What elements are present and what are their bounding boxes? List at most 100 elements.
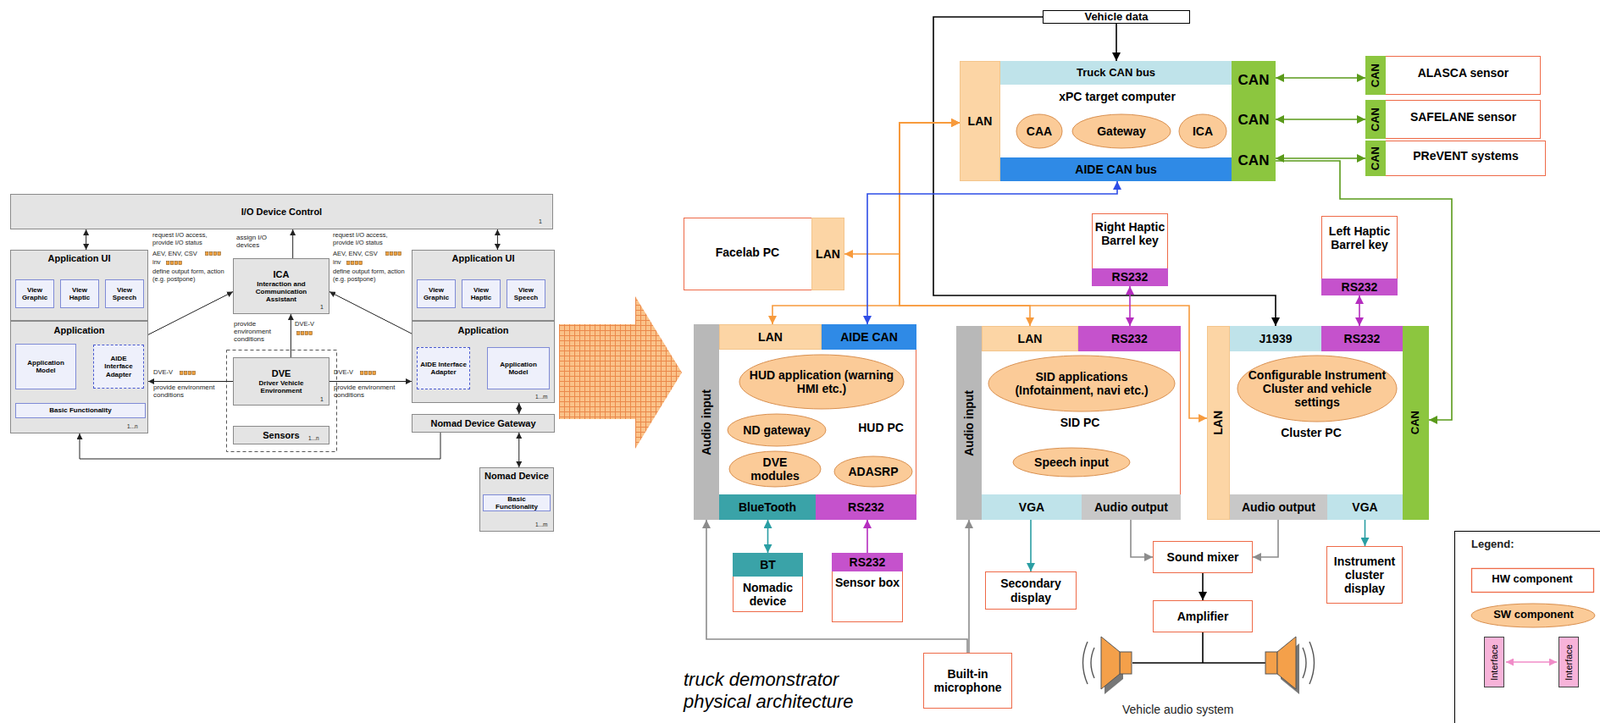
software-ellipse: HUD application (warning HMI etc.) (738, 354, 905, 410)
interface-tag: RS232 (1321, 326, 1403, 352)
node-text: Basic Functionality (486, 495, 548, 511)
module-box: DVEDriver Vehicle Environment (232, 357, 330, 406)
interface-tag: LAN (811, 217, 845, 291)
module-box: Application UI View Graphic View Haptic Vie… (411, 249, 555, 322)
node-text: Driver Vehicle Environment (242, 379, 321, 395)
connector (706, 520, 968, 654)
hardware-box: Secondary display (985, 571, 1077, 610)
node-text: VGA (1351, 500, 1378, 515)
adapter-box: AIDE Interface Adapter (416, 347, 471, 390)
annotation-label: DVE-V (294, 321, 326, 329)
ellipse-shape (739, 354, 904, 410)
node-text: Speech input (1034, 455, 1109, 470)
legend-swatch: Interface (1483, 636, 1505, 688)
node-text: Nomad Device (479, 470, 554, 482)
hardware-box: Facelab PCLAN (683, 217, 845, 291)
annotation-label: 1...n (127, 423, 148, 430)
interface-tag: CAN (1365, 55, 1386, 95)
node-text: Application (411, 325, 555, 337)
caption: truck demonstrator physical architecture (683, 669, 883, 715)
node-text: RS232 (1111, 332, 1148, 346)
legend-text: SW component (1471, 608, 1596, 622)
node-text: Gateway (1096, 124, 1147, 139)
node-text: VGA (1018, 500, 1045, 515)
node-text: Left Haptic Barrel key (1321, 224, 1398, 252)
node-text: Application Model (490, 360, 547, 377)
node-text: Secondary display (988, 576, 1074, 604)
connector (1252, 520, 1279, 558)
sub-module-box: View Speech (105, 279, 144, 309)
annotation-label: AEV, ENV, CSV (152, 250, 204, 259)
ellipse-shape (1013, 448, 1130, 477)
node-text: SID PC (1041, 415, 1119, 430)
sub-module-box: View Graphic (416, 279, 456, 309)
legend-text-holder: HW component (1471, 573, 1594, 587)
legend-interface-arrow (1505, 661, 1557, 664)
connector (1115, 23, 1118, 61)
node-text: LAN (1018, 332, 1043, 346)
node-text: DVE modules (738, 455, 812, 483)
connector (1275, 118, 1366, 121)
interface-tag: BT (732, 553, 803, 577)
interface-tag: BlueTooth (719, 494, 816, 521)
software-ellipse: ND gateway (726, 413, 827, 448)
node-text: LAN (758, 330, 783, 344)
interface-tag: LAN (719, 324, 822, 350)
speaker-wiring (1132, 632, 1266, 664)
node-text: Sensors (262, 430, 299, 442)
node-text: SID applications (Infotainment, navi etc… (997, 370, 1166, 398)
node-text: RS232 (849, 555, 886, 570)
hardware-box: Amplifier (1152, 600, 1253, 633)
software-ellipse: ADASRP (833, 455, 914, 488)
ellipse-shape (988, 355, 1175, 412)
annotation-label: 1...m (535, 393, 554, 400)
sub-module-box: View Haptic (461, 279, 501, 309)
node-text: Basic Functionality (49, 406, 111, 415)
annotation-label: 1 (538, 218, 551, 226)
legend-text-holder: SW component (1471, 608, 1596, 622)
module-box: Nomad Device Gateway (411, 414, 555, 433)
interface-tag: AIDE CAN (821, 324, 917, 350)
interface-tag: Audio output (1229, 494, 1328, 521)
connector (1130, 520, 1153, 558)
connector (1275, 77, 1366, 79)
annotation-label: provide environment conditions (153, 383, 225, 399)
node-text: xPC target computer (1051, 89, 1184, 104)
sub-module-box: View Graphic (15, 279, 55, 309)
legend-sw-sample (1471, 603, 1595, 628)
node-text: DVE (271, 368, 292, 380)
node-text: View Graphic (420, 286, 453, 302)
node-text: Interaction and Communication Assistant (242, 280, 321, 305)
legend-swatch: Interface (1558, 636, 1579, 688)
hardware-box: PReVENT systemsCAN (1365, 140, 1546, 177)
legend-hw-sample (1472, 569, 1595, 593)
annotation-label: request I/O access, provide I/O status (152, 232, 227, 247)
connector (290, 314, 292, 358)
ellipse-shape (727, 414, 826, 447)
node-text: Sound mixer (1167, 550, 1240, 565)
ellipse-shape (1072, 114, 1171, 149)
annotation-label: 1...n (308, 435, 329, 442)
annotation-label: define output form, action (e.g. postpon… (332, 268, 408, 283)
connector (85, 229, 87, 250)
sub-module-box: Application Model (487, 347, 550, 390)
node-text: Nomad Device Gateway (430, 418, 536, 430)
node-text: View Speech (509, 286, 543, 302)
transition-arrow (559, 296, 682, 449)
node-text: Cluster PC (1270, 426, 1352, 440)
interface-tag: VGA (981, 494, 1082, 521)
module-box: Application UIView GraphicView HapticVie… (10, 249, 149, 322)
node-text: CAN (1369, 63, 1383, 88)
ellipse-shape (1179, 114, 1227, 149)
annotation-label: inv (152, 259, 165, 267)
annotation-label: define output form, action (e.g. postpon… (152, 268, 226, 283)
software-ellipse: Configurable Instrument Cluster and vehi… (1236, 354, 1398, 423)
software-ellipse: Speech input (1012, 447, 1131, 478)
interface-tag: RS232 (1078, 326, 1181, 352)
interface-tag: Audio input (956, 326, 982, 521)
interface-tag: AIDE CAN bus (1000, 157, 1232, 182)
node-text: Application UI (411, 253, 555, 265)
node-text: Audio output (1241, 500, 1316, 515)
module-box: ICAInteraction and Communication Assista… (232, 258, 330, 315)
connector (1364, 520, 1367, 547)
